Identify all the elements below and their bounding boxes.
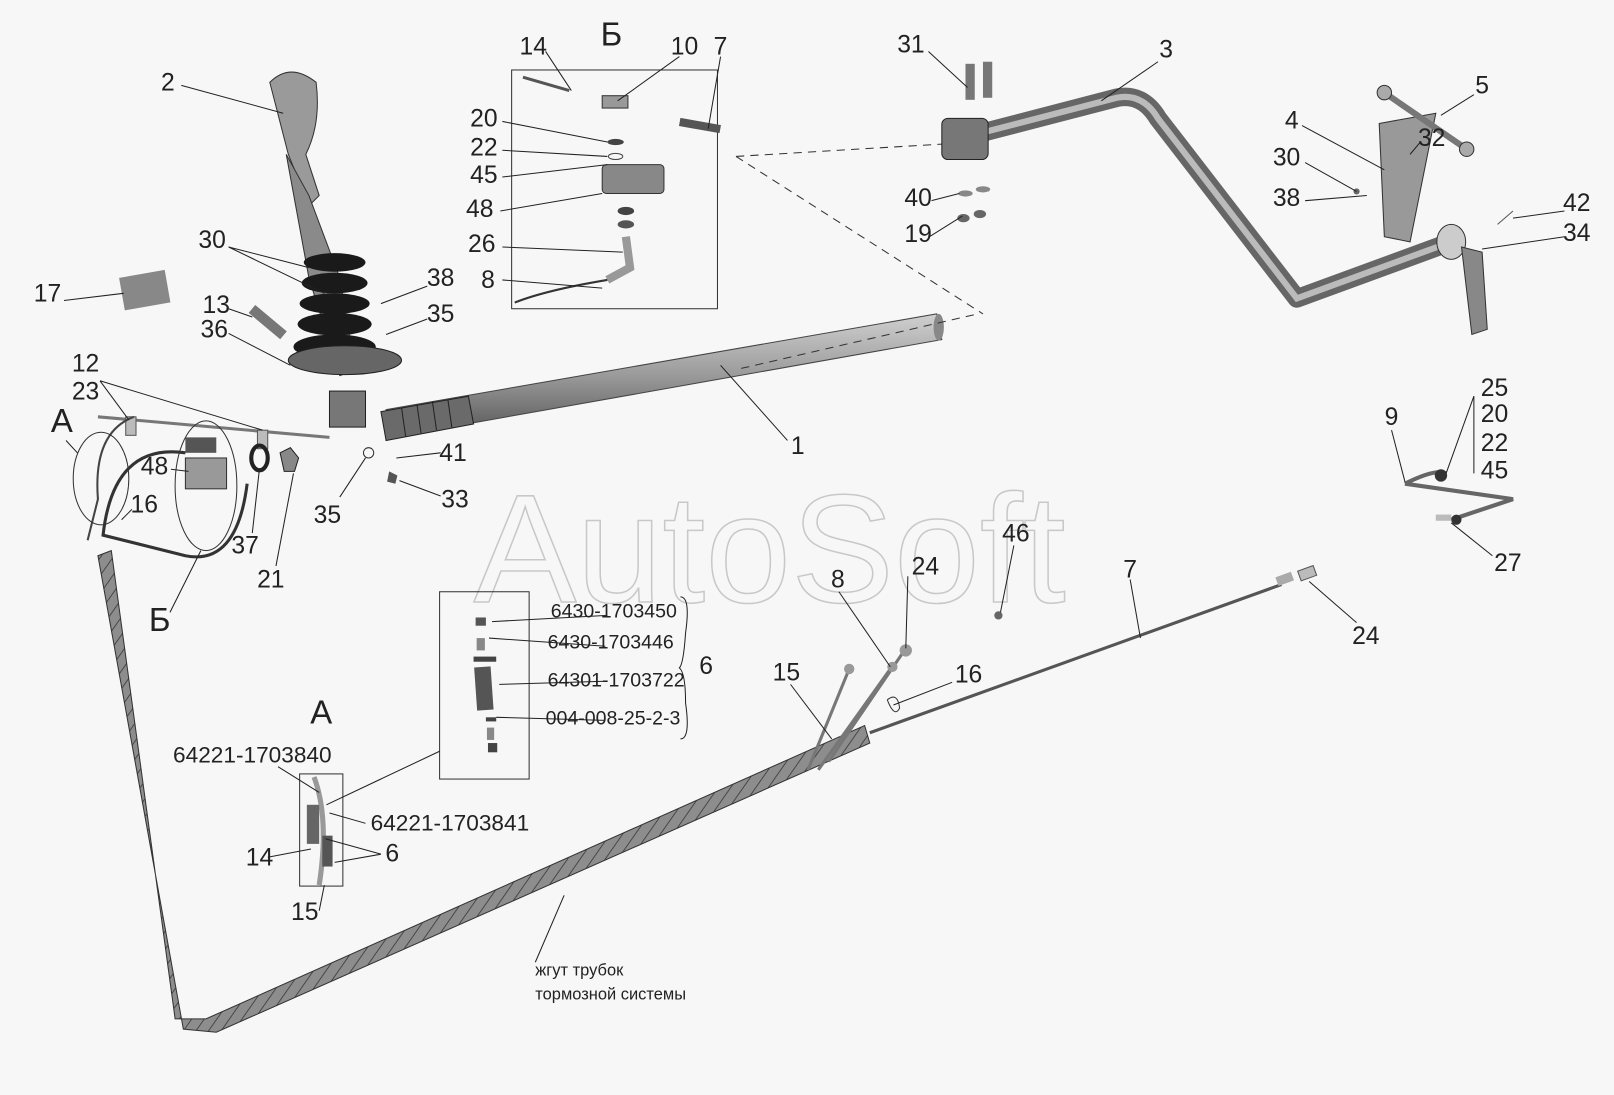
callout: 15 [773, 659, 800, 686]
callout: 16 [955, 661, 982, 688]
shift-lever [119, 71, 403, 484]
callout: 34 [1563, 220, 1590, 247]
harness-caption: тормозной системы [535, 985, 686, 1003]
rod-boot [380, 395, 475, 442]
view-label: Б [601, 15, 623, 52]
view-label: А [51, 402, 73, 439]
callout: 38 [1273, 185, 1300, 212]
callout: 6 [699, 653, 713, 680]
callout: 35 [427, 301, 454, 328]
callout: 23 [72, 378, 99, 405]
part-number: 64301-1703722 [548, 669, 685, 691]
callout: 13 [203, 292, 230, 319]
view-label: А [310, 693, 332, 730]
callout: 9 [1385, 404, 1399, 431]
detail-a-circle [72, 431, 130, 526]
callout: 45 [470, 162, 497, 189]
callout: 8 [831, 567, 845, 594]
repair-kit-view [439, 591, 530, 780]
callout: 26 [468, 231, 495, 258]
callout: 14 [520, 34, 547, 61]
callout: 16 [131, 492, 158, 519]
watermark: AutoSoft [474, 462, 1066, 635]
callout: 30 [198, 227, 225, 254]
detail-a-view [299, 773, 344, 887]
callout: 25 [1481, 375, 1508, 402]
part-number: 004-008-25-2-3 [546, 708, 681, 730]
leader-lines [63, 51, 1565, 963]
callout: 32 [1418, 125, 1445, 152]
callout: 46 [1002, 520, 1029, 547]
harness-caption: жгут трубок [535, 962, 624, 980]
callout: 21 [257, 567, 284, 594]
bolt-13 [248, 304, 287, 340]
callout: 22 [1481, 430, 1508, 457]
callout: 5 [1475, 73, 1489, 100]
callout: 45 [1481, 458, 1508, 485]
callout: 22 [470, 134, 497, 161]
detail-b-circle [174, 420, 238, 552]
callout: 35 [314, 502, 341, 529]
callout: 14 [246, 845, 273, 872]
lever-boot [293, 253, 376, 360]
gearshift-rod [380, 313, 978, 442]
plate-17 [119, 269, 171, 311]
callout-labels: 2 14 Б 10 7 20 22 45 48 26 8 31 3 5 4 32… [34, 15, 1591, 1003]
callout: 2 [161, 70, 175, 97]
callout: 24 [912, 553, 939, 580]
callout: 37 [231, 533, 258, 560]
part-number: 64221-1703840 [173, 743, 332, 768]
callout: 27 [1494, 550, 1521, 577]
callout: 12 [72, 351, 99, 378]
detail-b-view [511, 69, 721, 310]
callout: 19 [904, 221, 931, 248]
callout: 40 [904, 185, 931, 212]
callout: 42 [1563, 190, 1590, 217]
callout: 48 [141, 453, 168, 480]
callout: 15 [291, 899, 318, 926]
part-number: 6430-1703446 [548, 631, 674, 653]
callout: 7 [714, 34, 728, 61]
callout: 48 [466, 196, 493, 223]
view-label: Б [149, 601, 171, 638]
valve-assembly [72, 415, 330, 559]
part-number: 6430-1703450 [551, 600, 677, 622]
callout: 38 [427, 265, 454, 292]
callout: 1 [791, 433, 805, 460]
callout: 6 [385, 840, 399, 867]
callout: 36 [200, 317, 227, 344]
brake-pipe-harness [97, 549, 1318, 1033]
part-number: 64221-1703841 [371, 811, 530, 836]
callout: 8 [481, 267, 495, 294]
callout: 3 [1159, 37, 1173, 64]
callout: 33 [441, 486, 468, 513]
bracket-assembly [1353, 84, 1514, 525]
callout: 31 [897, 31, 924, 58]
callout: 17 [34, 281, 61, 308]
callout: 10 [671, 34, 698, 61]
callout: 20 [470, 106, 497, 133]
callout: 20 [1481, 401, 1508, 428]
cross-shaft [941, 61, 1455, 308]
callout: 4 [1285, 108, 1299, 135]
callout: 30 [1273, 145, 1300, 172]
callout: 41 [439, 440, 466, 467]
callout: 7 [1123, 556, 1137, 583]
callout: 24 [1352, 623, 1379, 650]
